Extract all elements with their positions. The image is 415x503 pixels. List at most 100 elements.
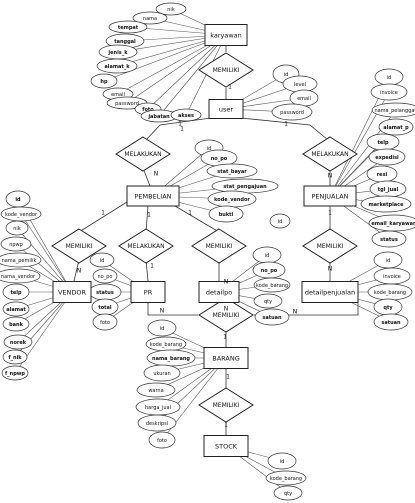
relationship-label: MEMILIKI — [213, 402, 240, 409]
attribute-ellipse-karyawan — [132, 11, 168, 25]
attribute-label-vendor: telp — [10, 290, 21, 296]
attribute-label-karyawan: alamat_k — [104, 64, 130, 70]
attribute-ellipse-barang — [136, 382, 176, 398]
attribute-ellipse-penjualan — [368, 148, 406, 166]
attribute-label-stock: qty — [284, 491, 292, 497]
connector-line — [78, 201, 128, 233]
cardinality-label: 1 — [180, 126, 184, 133]
relationship-melakukan-pr — [118, 228, 174, 264]
attribute-label-user: password — [280, 110, 304, 116]
connector-line — [73, 259, 80, 282]
attribute-ellipse-barang — [148, 431, 176, 449]
relationship-label: MEMILIKI — [213, 312, 240, 319]
connector-line — [174, 205, 220, 233]
relationship-label: MELAKUKAN — [124, 151, 161, 158]
relationship-memiliki-karyawan-user — [198, 52, 254, 88]
attribute-label-karyawan: password — [115, 101, 139, 107]
attribute-label-karyawan: tanggal — [114, 39, 136, 45]
attribute-label-detailpo: id — [265, 253, 270, 259]
entity-penjualan — [303, 185, 357, 207]
cardinality-label: N — [224, 306, 229, 313]
relationship-memiliki-barang — [198, 297, 254, 333]
attribute-label-pr: total — [98, 305, 112, 311]
attribute-ellipse-stock — [265, 470, 307, 486]
attribute-label-penjualan: nama_pelanggan — [374, 108, 415, 114]
attribute-label-barang: foto — [157, 438, 167, 444]
cardinality-label: 1 — [228, 84, 232, 91]
attribute-label-pembelian: id — [207, 146, 212, 152]
attribute-ellipse-pr — [92, 313, 118, 331]
attribute-label-detailpo: qty — [264, 299, 272, 305]
cardinality-label: N — [328, 173, 333, 180]
attribute-label-barang: ukuran — [153, 371, 170, 377]
relationship-melakukan-penjualan — [302, 136, 358, 172]
attribute-ellipse-detailpo — [253, 293, 283, 309]
attribute-label-pembelian: bukti — [219, 212, 234, 218]
attribute-ellipse-vendor — [1, 365, 29, 381]
cardinality-label: N — [293, 309, 298, 316]
relationship-memiliki-detailpenjualan — [302, 228, 358, 264]
attribute-label-user: email — [297, 96, 311, 102]
attribute-ellipse-karyawan — [96, 58, 138, 74]
attribute-ellipse-penjualan — [360, 195, 412, 213]
attribute-ellipse-stock — [273, 485, 303, 501]
entity-detailpenjualan — [301, 281, 359, 303]
attribute-label-detailpenjualan: qty — [383, 305, 393, 311]
cardinality-label: 1 — [147, 212, 151, 219]
cardinality-label: N — [224, 279, 229, 286]
attribute-ellipse-penjualan — [371, 230, 407, 248]
relationship-label: MEMILIKI — [66, 243, 93, 250]
attribute-label-user: id — [284, 72, 289, 78]
attribute-ellipse-penjualan — [378, 118, 414, 136]
attribute-ellipse-karyawan — [170, 108, 202, 122]
attribute-ellipse-floating — [269, 213, 291, 229]
attribute-ellipse-vendor — [0, 236, 32, 252]
attribute-ellipse-user — [271, 103, 313, 121]
entity-karyawan — [204, 24, 248, 46]
attribute-ellipse-vendor — [2, 283, 30, 301]
attribute-label-pembelian: kode_vendor — [214, 197, 250, 203]
attribute-label-pembelian: stat_pengajuan — [223, 184, 267, 190]
attribute-label-barang: nama_barang — [152, 356, 190, 362]
attribute-label-karyawan: email — [111, 92, 125, 98]
attribute-ellipse-vendor — [0, 268, 41, 284]
attribute-label-stock: id — [280, 459, 285, 465]
attribute-label-penjualan: expedisi — [375, 155, 399, 161]
attribute-label-detailpo: kode_barang — [256, 283, 288, 289]
entity-label-pr: PR — [144, 289, 153, 297]
attribute-label-pembelian: stat_bayar — [217, 169, 247, 175]
attribute-ellipse-karyawan — [108, 20, 148, 34]
attribute-label-vendor: f_npwp — [5, 371, 25, 377]
attribute-label-stock: kode_barang — [270, 476, 302, 482]
entity-label-pembelian: PEMBELIAN — [134, 193, 171, 201]
cardinality-label: N — [154, 171, 159, 178]
connector-line — [142, 167, 151, 187]
attribute-label-vendor: f_nik — [8, 355, 22, 361]
attribute-label-vendor: nama_pemilik — [2, 258, 37, 264]
entity-label-barang: BARANG — [212, 355, 240, 363]
relationship-label: MEMILIKI — [317, 243, 344, 250]
attribute-label-vendor: id — [15, 197, 21, 203]
attribute-label-penjualan: marketplace — [368, 202, 404, 208]
entity-vendor — [52, 281, 92, 303]
cardinality-label: 1 — [101, 210, 105, 217]
attribute-ellipse-detailpo — [254, 308, 290, 326]
attribute-label-penjualan: telp — [377, 140, 388, 146]
attribute-ellipse-pr — [92, 268, 118, 284]
attribute-label-detailpenjualan: invoice — [383, 274, 401, 280]
relationship-memiliki-stock — [198, 387, 254, 423]
cardinality-label: N — [328, 266, 333, 273]
connector-line — [240, 117, 329, 141]
attribute-label-vendor: alamat — [6, 307, 26, 313]
entity-label-detailpo: detailpo — [206, 289, 232, 297]
attribute-ellipse-vendor — [5, 220, 29, 236]
cardinality-label: 1 — [178, 121, 182, 128]
attribute-ellipse-pembelian — [206, 163, 258, 179]
attribute-label-vendor: nik — [13, 226, 21, 232]
attribute-label-karyawan: jabatan — [147, 114, 170, 120]
connector-line — [145, 259, 149, 282]
entity-label-vendor: VENDOR — [58, 289, 87, 297]
relationship-label: MELAKUKAN — [311, 151, 348, 158]
attribute-ellipse-pr — [89, 252, 115, 268]
